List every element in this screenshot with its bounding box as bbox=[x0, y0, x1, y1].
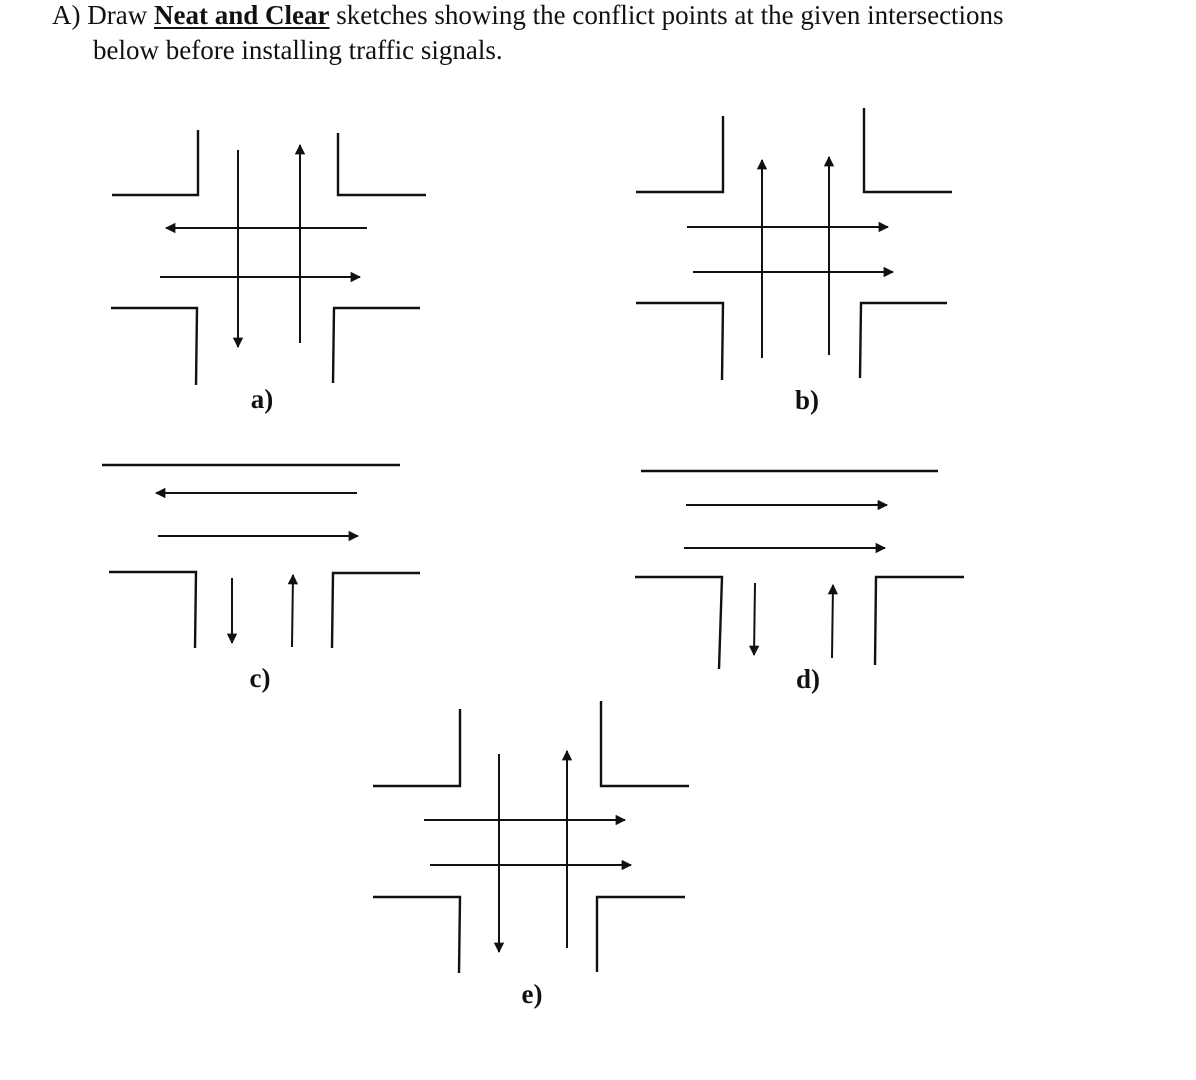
emphasis-neat-and-clear: Neat and Clear bbox=[153, 0, 330, 30]
curb-line bbox=[873, 575, 964, 666]
diagram-b: b) bbox=[636, 108, 952, 415]
traffic-arrow-north-icon bbox=[827, 583, 839, 659]
diagram-e: e) bbox=[373, 701, 689, 1009]
question-line-2: below before installing traffic signals. bbox=[93, 35, 503, 65]
diagram-label-d: d) bbox=[796, 664, 820, 694]
curb-line bbox=[336, 133, 426, 197]
curb-line bbox=[373, 709, 462, 788]
curb-line bbox=[635, 575, 724, 670]
diagram-a: a) bbox=[111, 130, 426, 414]
diagram-label-c: c) bbox=[250, 663, 271, 693]
curb-line bbox=[599, 701, 689, 788]
curb-line bbox=[331, 306, 420, 384]
question-prefix: A) Draw bbox=[52, 0, 154, 30]
curb-line bbox=[330, 571, 420, 649]
curb-line bbox=[862, 108, 952, 194]
diagram-label-e: e) bbox=[522, 979, 543, 1009]
question-line-1: A) Draw Neat and Clear sketches showing … bbox=[52, 0, 1172, 33]
curb-line bbox=[636, 116, 725, 194]
diagram-d: d) bbox=[635, 469, 964, 694]
curb-line bbox=[373, 895, 462, 974]
question-text: A) Draw Neat and Clear sketches showing … bbox=[52, 0, 1172, 68]
curb-line bbox=[109, 570, 198, 649]
curb-line bbox=[595, 895, 685, 972]
diagram-label-b: b) bbox=[795, 385, 819, 415]
curb-line bbox=[858, 301, 947, 379]
diagram-label-a: a) bbox=[251, 384, 274, 414]
curb-line bbox=[111, 306, 199, 386]
question-line-1-rest: sketches showing the conflict points at … bbox=[329, 0, 1004, 30]
diagram-c: c) bbox=[102, 463, 420, 693]
curb-line bbox=[112, 130, 200, 197]
curb-line bbox=[636, 301, 725, 381]
traffic-arrow-north-icon bbox=[287, 573, 299, 648]
traffic-arrow-south-icon bbox=[748, 582, 760, 657]
